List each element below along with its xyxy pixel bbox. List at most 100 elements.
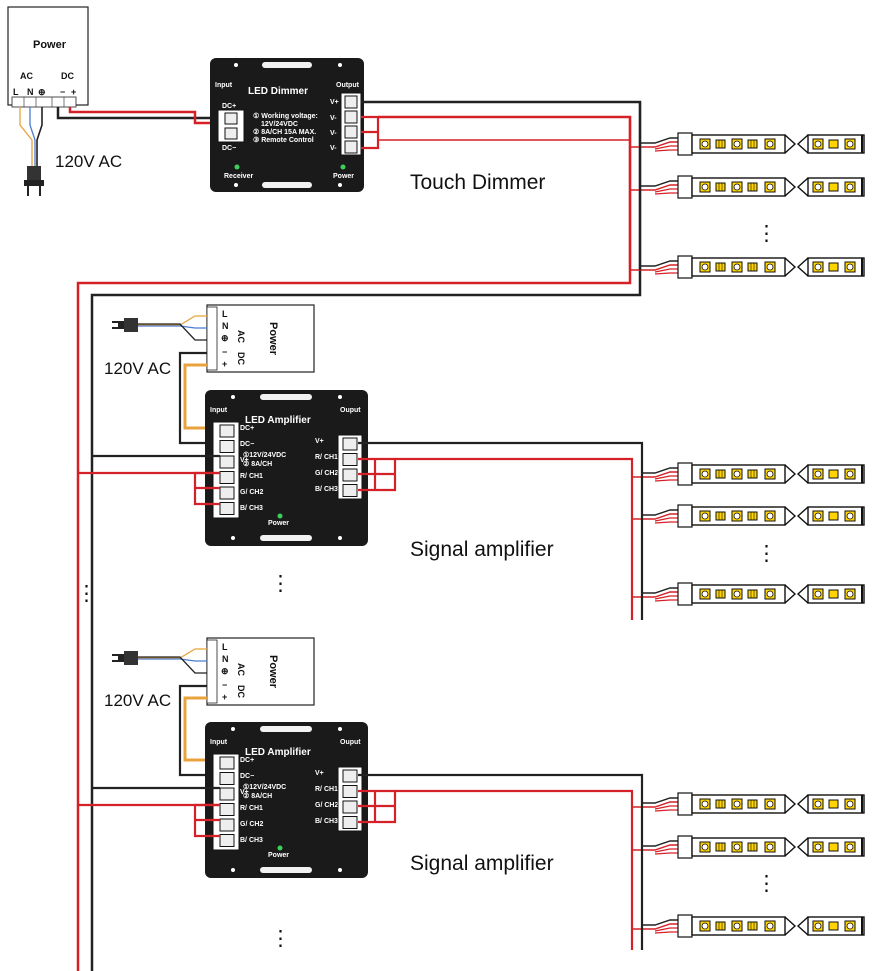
- ac-plug-amp-2: [112, 648, 207, 674]
- amp-output-label: Ouput: [340, 407, 361, 414]
- amp-output-pin-label: G/ CH2: [315, 802, 338, 809]
- amp-input-pin-label: R/ CH1: [240, 473, 263, 480]
- terminal-n: N: [27, 87, 34, 97]
- amp-output-pin-label: V+: [315, 438, 324, 445]
- amp-input-pin-label: B/ CH3: [240, 505, 263, 512]
- dimmer-spec-1: ① Working voltage:: [253, 112, 318, 120]
- continuation-dots-strips-3: ⋮: [756, 872, 777, 895]
- power-led-icon: [340, 164, 346, 170]
- amp-input-pin-label: DC+: [240, 757, 254, 764]
- amp-spec-2: ② 8A/CH: [243, 792, 272, 800]
- amp-output-pin-label: R/ CH1: [315, 786, 338, 793]
- touch-dimmer-caption: Touch Dimmer: [410, 171, 545, 194]
- amp1-terminal-l: L: [222, 309, 228, 319]
- led-strip: [632, 792, 865, 816]
- amp2-terminal-ground: ⊕: [221, 666, 229, 676]
- dimmer-out-pin-1: V+: [330, 99, 339, 106]
- dimmer-title: LED Dimmer: [248, 86, 308, 97]
- signal-amplifier-caption-2: Signal amplifier: [410, 852, 554, 875]
- amp-input-label: Input: [210, 407, 228, 414]
- amp1-terminal-plus: +: [222, 359, 227, 369]
- dimmer-out-pin-2: V-: [330, 115, 337, 122]
- amp1-power-title: Power: [267, 322, 279, 356]
- led-dimmer: LED Dimmer Input Output DC+ DC− ① Workin…: [210, 58, 364, 192]
- amp-output-pin-label: V+: [315, 770, 324, 777]
- dimmer-dc-plus: DC+: [222, 103, 236, 110]
- continuation-dots-strips-2: ⋮: [756, 542, 777, 565]
- amp-power-label: Power: [268, 852, 289, 859]
- amp2-ac-label: AC: [236, 663, 246, 676]
- amp-power-led-icon: [277, 513, 283, 519]
- dimmer-out-pin-4: V-: [330, 145, 337, 152]
- amp2-terminal-l: L: [222, 642, 228, 652]
- dimmer-spec-2: ② 8A/CH 15A MAX.: [253, 128, 316, 136]
- dimmer-input-label: Input: [215, 82, 233, 89]
- dimmer-out-pin-3: V-: [330, 130, 337, 137]
- amp-input-pin-label: G/ CH2: [240, 821, 263, 828]
- amp-spec-2: ② 8A/CH: [243, 460, 272, 468]
- led-strip: [632, 504, 865, 528]
- terminal-l: L: [13, 87, 19, 97]
- led-strip: [630, 175, 865, 199]
- amp-output-pin-label: R/ CH1: [315, 454, 338, 461]
- amp-input-pin-label: DC+: [240, 425, 254, 432]
- amp-input-pin-label: B/ CH3: [240, 837, 263, 844]
- led-strip: [632, 914, 865, 938]
- power-supply-top: Power AC DC L N ⊕ − +: [7, 6, 89, 108]
- ac-plug-top: [19, 107, 44, 196]
- amp-title: LED Amplifier: [245, 415, 311, 426]
- dimmer-receiver-label: Receiver: [224, 173, 253, 180]
- amp1-dc-label: DC: [236, 352, 246, 365]
- continuation-dots-strips-1: ⋮: [756, 222, 777, 245]
- amp-title: LED Amplifier: [245, 747, 311, 758]
- continuation-dots-bus: ⋮: [76, 582, 97, 605]
- led-strip: [632, 582, 865, 606]
- signal-amplifier-caption-1: Signal amplifier: [410, 538, 554, 561]
- amp-input-pin-label: V+: [240, 789, 249, 796]
- ac-voltage-label-amp-1: 120V AC: [104, 359, 171, 378]
- dimmer-dc-minus: DC−: [222, 145, 236, 152]
- amp-input-pin-label: DC−: [240, 773, 254, 780]
- power-supply-amp-2: L N ⊕ − + AC DC Power: [206, 637, 315, 706]
- terminal-ground: ⊕: [38, 87, 46, 97]
- dc-label: DC: [61, 71, 74, 81]
- ac-plug-amp-1: [112, 315, 207, 341]
- amp-output-pin-label: G/ CH2: [315, 470, 338, 477]
- led-strip: [632, 835, 865, 859]
- amp-input-pin-label: DC−: [240, 441, 254, 448]
- ac-label: AC: [20, 71, 33, 81]
- dimmer-output-label: Output: [336, 82, 360, 89]
- amp1-ac-label: AC: [236, 330, 246, 343]
- amp2-power-title: Power: [267, 655, 279, 689]
- amp-output-pin-label: B/ CH3: [315, 486, 338, 493]
- amp2-terminal-n: N: [222, 654, 229, 664]
- amp-power-led-icon: [277, 845, 283, 851]
- amp2-terminal-minus: −: [222, 680, 227, 690]
- amp-input-pin-label: V+: [240, 457, 249, 464]
- amp1-terminal-ground: ⊕: [221, 333, 229, 343]
- terminal-minus: −: [60, 87, 65, 97]
- dimmer-spec-1b: 12V/24VDC: [261, 121, 298, 128]
- ac-voltage-label-amp-2: 120V AC: [104, 691, 171, 710]
- terminal-plus: +: [71, 87, 76, 97]
- led-strip: [630, 132, 865, 156]
- ac-voltage-label-top: 120V AC: [55, 152, 122, 171]
- amp-input-pin-label: G/ CH2: [240, 489, 263, 496]
- amp-output-pin-label: B/ CH3: [315, 818, 338, 825]
- amp2-dc-label: DC: [236, 685, 246, 698]
- continuation-dots-amp-2: ⋮: [270, 927, 291, 950]
- dimmer-spec-3: ③ Remote Control: [253, 136, 314, 144]
- continuation-dots-amp-1: ⋮: [270, 572, 291, 595]
- amp-input-pin-label: R/ CH1: [240, 805, 263, 812]
- power-title: Power: [33, 39, 67, 51]
- amp-output-label: Ouput: [340, 739, 361, 746]
- power-supply-amp-1: L N ⊕ − + AC DC Power: [206, 304, 315, 373]
- amplifier-wiring: [78, 441, 644, 950]
- amp1-terminal-minus: −: [222, 347, 227, 357]
- receiver-led-icon: [234, 164, 240, 170]
- led-strip: [630, 255, 865, 279]
- amp-power-label: Power: [268, 520, 289, 527]
